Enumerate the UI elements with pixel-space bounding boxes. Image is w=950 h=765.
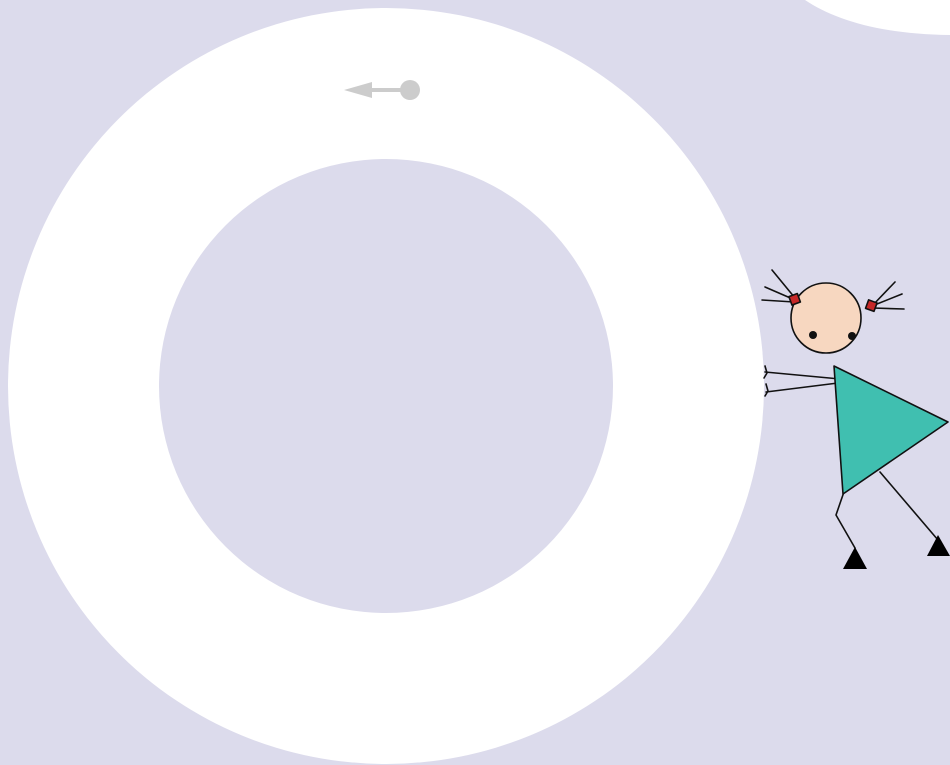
hair-tie-right — [866, 300, 878, 312]
ring-hole — [159, 159, 613, 613]
hair-tie-left — [789, 294, 801, 306]
head — [791, 283, 861, 353]
ring — [8, 8, 764, 764]
arrow-tail-dot — [400, 80, 420, 100]
eye-right — [848, 332, 856, 340]
eye-left — [809, 331, 817, 339]
